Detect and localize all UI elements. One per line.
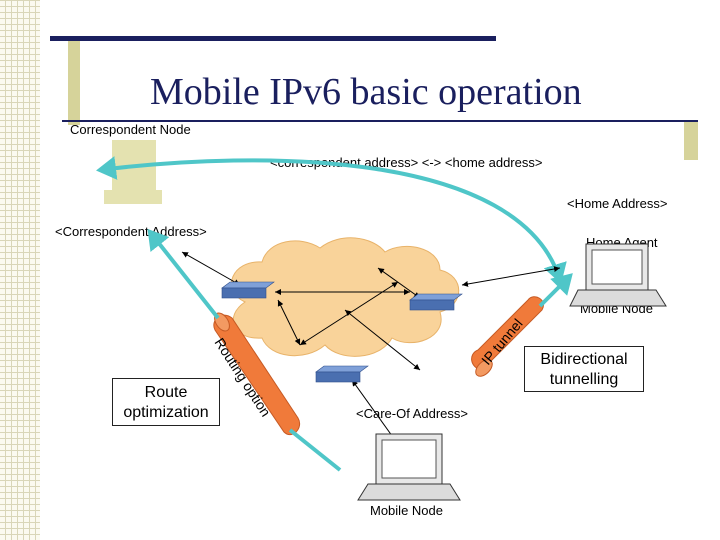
route-opt-arrow-top xyxy=(150,232,218,318)
correspondent-computer-icon xyxy=(104,140,162,204)
tunnel-arrow xyxy=(540,276,570,306)
router-icon xyxy=(316,366,368,382)
router-icon xyxy=(410,294,462,310)
link-cn-router xyxy=(182,252,240,285)
link-router-ha xyxy=(462,268,560,285)
router-icon xyxy=(222,282,274,298)
ip-tunnel-label: IP tunnel xyxy=(478,315,526,367)
route-opt-arrow-bottom xyxy=(290,430,340,470)
link-router-mn xyxy=(352,380,395,440)
home-agent-computer-icon xyxy=(570,244,666,306)
mobile-node-computer-icon xyxy=(358,434,460,500)
